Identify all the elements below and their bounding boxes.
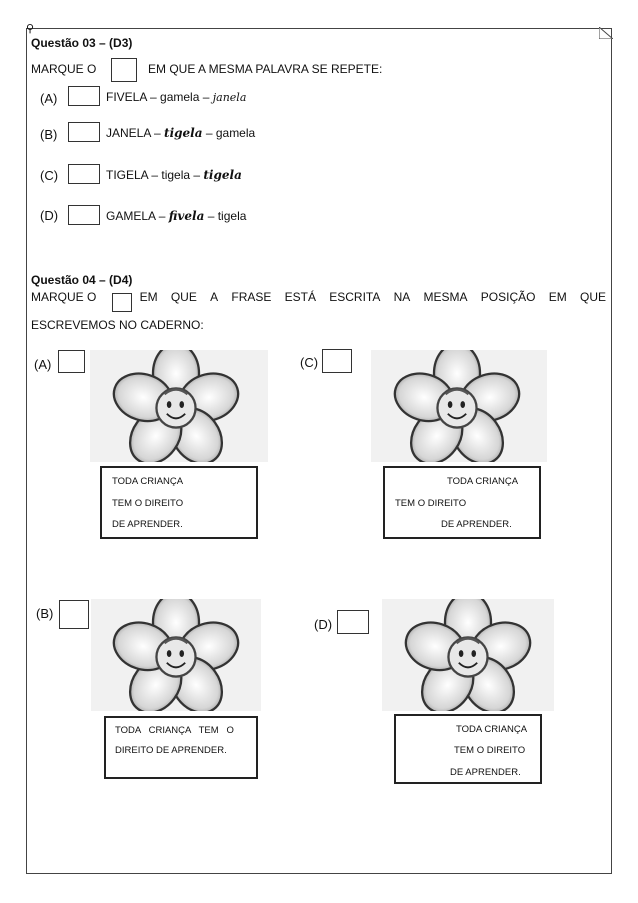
q3-option-a-checkbox[interactable] (68, 86, 100, 106)
phrase-line: DIREITO DE APRENDER. (115, 745, 227, 756)
q3-instruction-box (111, 58, 137, 82)
q4-option-a-phrase: TODA CRIANÇA TEM O DIREITO DE APRENDER. (100, 466, 258, 539)
q3-option-b-checkbox[interactable] (68, 122, 100, 142)
q4-word: ESTÁ (284, 290, 316, 304)
flower-image-a (90, 350, 268, 462)
q4-option-b-checkbox[interactable] (59, 600, 89, 629)
phrase-line: TODA CRIANÇA (456, 724, 528, 735)
q3-instruction-end: EM QUE A MESMA PALAVRA SE REPETE: (148, 62, 383, 76)
phrase-line: TEM O DIREITO (454, 745, 526, 756)
q4-word: EM (548, 290, 567, 304)
phrase-line: TODA CRIANÇA (447, 476, 519, 487)
q4-instruction-line1: MARQUE O EM QUE A FRASE ESTÁ ESCRITA NA … (31, 290, 606, 304)
worksheet-page (26, 28, 612, 874)
q3-option-d-text: GAMELA – fivela – tigela (106, 209, 247, 223)
q3-option-c-letter: (C) (40, 168, 59, 183)
q4-option-b-letter: (B) (36, 606, 54, 621)
phrase-line: DE APRENDER. (112, 519, 183, 530)
q4-word: MARQUE O (31, 290, 97, 304)
q4-word: NA (393, 290, 411, 304)
q4-option-d-letter: (D) (314, 617, 333, 632)
q3-option-b-letter: (B) (40, 127, 58, 142)
q3-option-d-checkbox[interactable] (68, 205, 100, 225)
phrase-line: TODA CRIANÇA TEM O (115, 725, 234, 736)
phrase-line: TODA CRIANÇA (112, 476, 184, 487)
q4-word: ESCRITA (329, 290, 381, 304)
q4-word: EM (139, 290, 158, 304)
q4-option-c-checkbox[interactable] (322, 349, 352, 373)
phrase-line: TEM O DIREITO (112, 498, 184, 509)
q3-option-a-letter: (A) (40, 91, 58, 106)
phrase-line: TEM O DIREITO (395, 498, 467, 509)
q4-word: POSIÇÃO (480, 290, 536, 304)
q4-instruction-line2: ESCREVEMOS NO CADERNO: (31, 318, 204, 332)
q3-instruction-start: MARQUE O (31, 62, 97, 76)
q4-option-a-checkbox[interactable] (58, 350, 85, 373)
q3-option-d-letter: (D) (40, 208, 59, 223)
q4-title: Questão 04 – (D4) (31, 273, 133, 287)
q3-option-a-text: FIVELA – gamela – janela (106, 90, 247, 104)
flower-image-d (382, 599, 554, 711)
q4-option-b-phrase: TODA CRIANÇA TEM O DIREITO DE APRENDER. (104, 716, 258, 779)
q3-option-c-checkbox[interactable] (68, 164, 100, 184)
q4-option-a-letter: (A) (34, 357, 52, 372)
q4-word: A (210, 290, 219, 304)
flower-image-b (91, 599, 261, 711)
q4-word: QUE (579, 290, 606, 304)
q4-option-d-phrase: TODA CRIANÇA TEM O DIREITO DE APRENDER. (394, 714, 542, 784)
q4-option-c-letter: (C) (300, 355, 319, 370)
q3-title: Questão 03 – (D3) (31, 36, 133, 50)
q4-word: QUE (170, 290, 197, 304)
q3-option-b-text: JANELA – tigela – gamela (106, 126, 256, 140)
q4-word: FRASE (231, 290, 272, 304)
q3-option-c-text: TIGELA – tigela – tigela (106, 168, 242, 182)
phrase-line: DE APRENDER. (450, 767, 521, 778)
anchor-icon: ⚲ (26, 23, 35, 35)
q4-instruction-box (112, 293, 132, 312)
q4-option-d-checkbox[interactable] (337, 610, 369, 634)
q4-word: MESMA (423, 290, 468, 304)
q4-option-c-phrase: TODA CRIANÇA TEM O DIREITO DE APRENDER. (383, 466, 541, 539)
phrase-line: DE APRENDER. (441, 519, 512, 530)
flower-image-c (371, 350, 547, 462)
